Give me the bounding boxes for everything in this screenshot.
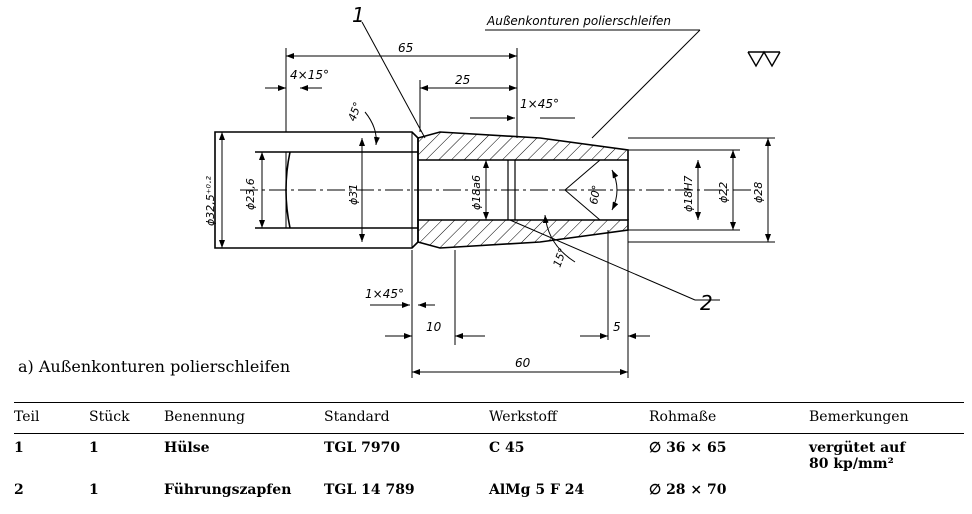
parts-list-table: Teil Stück Benennung Standard Werkstoff … xyxy=(14,402,964,502)
cell-rohmasse: ∅ 36 ⨯ 65 xyxy=(649,440,727,456)
cell-rohmasse: ∅ 28 ⨯ 70 xyxy=(649,482,727,498)
dim-60: 60 xyxy=(515,356,531,370)
part1-label: 1 xyxy=(352,3,365,27)
surface-finish-symbol xyxy=(747,50,781,68)
cell-werkstoff: AlMg 5 F 24 xyxy=(489,482,585,498)
cell-standard: TGL 14 789 xyxy=(324,482,415,498)
dia-23-6: ϕ23,6 xyxy=(244,178,257,210)
angle-60: 60° xyxy=(587,184,603,205)
cell-stueck: 1 xyxy=(89,440,99,456)
cell-standard: TGL 7970 xyxy=(324,440,401,456)
dim-4x15: 4×15° xyxy=(290,68,329,82)
table-header-row: Teil Stück Benennung Standard Werkstoff … xyxy=(14,402,964,434)
table-row: 2 1 Führungszapfen TGL 14 789 AlMg 5 F 2… xyxy=(14,476,964,502)
leader-lines xyxy=(361,21,720,301)
angle-15: 15° xyxy=(551,246,570,269)
dim-25: 25 xyxy=(455,73,470,87)
dia-18a6: ϕ18a6 xyxy=(470,175,483,210)
cell-teil: 1 xyxy=(14,440,24,456)
extension-lines xyxy=(214,48,629,378)
header-teil: Teil xyxy=(14,409,40,425)
cell-teil: 2 xyxy=(14,482,24,498)
header-standard: Standard xyxy=(324,409,390,425)
header-rohmasse: Rohmaße xyxy=(649,409,717,425)
cell-bemerkungen: vergütet auf 80 kp/mm² xyxy=(809,434,964,477)
cell-werkstoff: C 45 xyxy=(489,440,525,456)
table-row: 1 1 Hülse TGL 7970 C 45 ∅ 36 ⨯ 65 vergüt… xyxy=(14,434,964,477)
remark-line-2: 80 kp/mm² xyxy=(809,456,894,472)
dim-1x45-top: 1×45° xyxy=(520,97,559,111)
dia-32-5: ϕ32,5⁺⁰·² xyxy=(204,176,217,226)
remark-line-1: vergütet auf xyxy=(809,440,906,456)
dim-1x45-bottom: 1×45° xyxy=(365,287,404,301)
dia-18H7: ϕ18H7 xyxy=(682,175,695,212)
dim-5: 5 xyxy=(613,320,621,334)
part2-label: 2 xyxy=(700,291,713,315)
cell-benennung: Hülse xyxy=(164,440,210,456)
dim-65: 65 xyxy=(398,41,413,55)
angle-45: 45° xyxy=(346,100,365,123)
dia-31: ϕ31 xyxy=(347,184,360,205)
header-stueck: Stück xyxy=(89,409,130,425)
figure-caption: a) Außenkonturen polierschleifen xyxy=(18,357,291,376)
dia-22: ϕ22 xyxy=(717,182,730,203)
dimension-lines xyxy=(219,53,775,375)
technical-drawing: 1 2 Außenkonturen polierschleifen 65 25 … xyxy=(204,3,781,378)
cell-bemerkungen xyxy=(809,476,964,502)
dia-28: ϕ28 xyxy=(752,182,765,203)
header-werkstoff: Werkstoff xyxy=(489,409,557,425)
header-bemerkungen: Bemerkungen xyxy=(809,409,909,425)
cell-benennung: Führungszapfen xyxy=(164,482,292,498)
surface-note: Außenkonturen polierschleifen xyxy=(486,14,671,28)
guide-pin-part xyxy=(417,131,740,249)
cell-stueck: 1 xyxy=(89,482,99,498)
header-benennung: Benennung xyxy=(164,409,245,425)
dim-10: 10 xyxy=(426,320,442,334)
